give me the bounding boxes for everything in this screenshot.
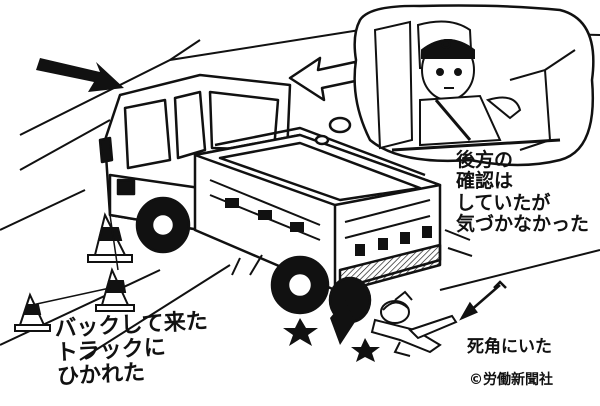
truck-wheel: [270, 255, 330, 315]
road-lines: [0, 29, 600, 361]
traffic-cones: [14, 212, 135, 332]
traffic-cone: [14, 292, 51, 332]
pointer-arrow-icon: [459, 280, 507, 321]
motion-arrow-icon: [36, 58, 124, 92]
caption-line: 後方の: [456, 149, 514, 171]
caption-driver-thought: 後方の 確認は していたが 気づかなかった: [456, 149, 590, 235]
driver-figure: [373, 20, 576, 152]
truck-wheels: [135, 196, 372, 324]
truck-wheel: [135, 196, 191, 254]
reverse-arrow-icon: [288, 56, 362, 102]
caption-line: していたが: [456, 191, 551, 214]
traffic-cone: [87, 212, 133, 263]
caption-line: 気づかなかった: [456, 212, 590, 235]
label-blind-spot: 死角にいた: [467, 337, 552, 357]
impact-stars: [283, 300, 380, 362]
truck-cargo-bed: [193, 126, 442, 294]
caption-line: 確認は: [456, 170, 514, 193]
copyright-notice: ©労働新聞社: [469, 372, 553, 388]
victim-figure: [370, 290, 458, 357]
thought-bubble: [314, 4, 595, 167]
motion-lines: [231, 229, 473, 276]
caption-hit-by-truck: バックして来た トラックに ひかれた: [54, 309, 211, 389]
